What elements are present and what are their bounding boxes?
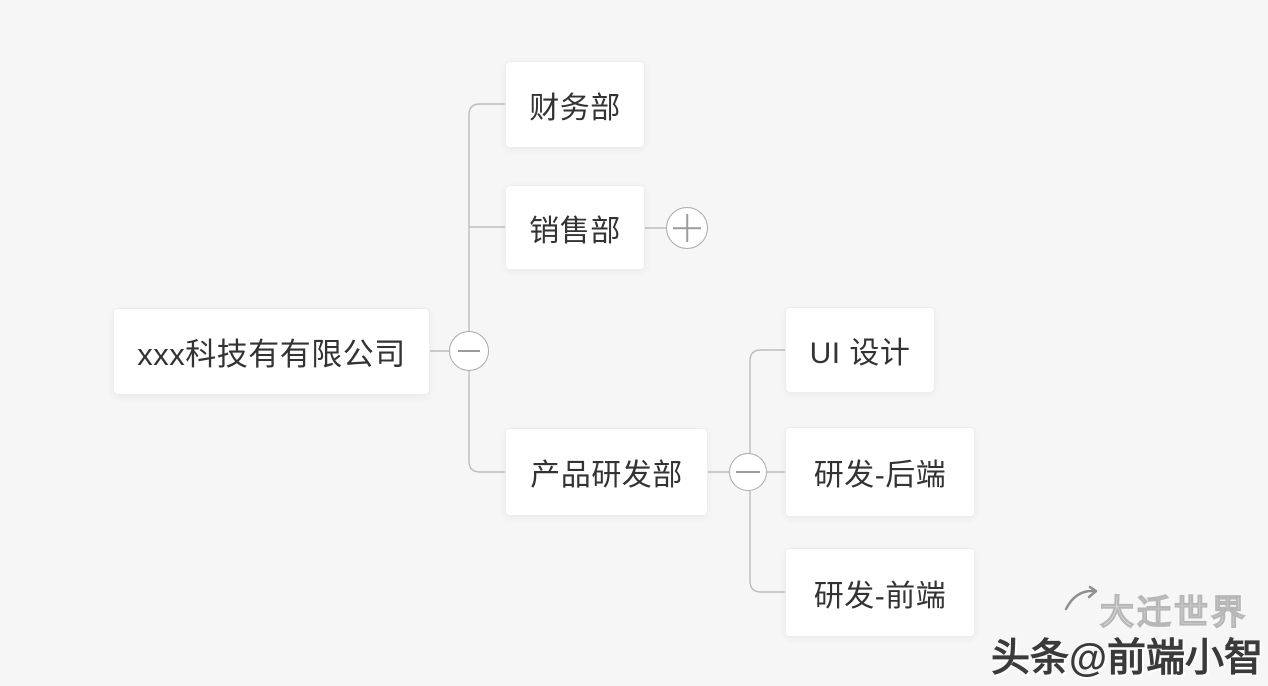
node-root-company-label: xxx科技有有限公司 (137, 337, 406, 372)
plus-icon (686, 214, 688, 242)
node-rd-frontend-label: 研发-前端 (813, 579, 947, 613)
node-product-rd-dept[interactable]: 产品研发部 (505, 428, 708, 516)
node-ui-design-label: UI 设计 (809, 337, 911, 370)
node-rd-backend-label: 研发-后端 (813, 459, 947, 492)
watermark: 大迁世界 头条@前端小智 (988, 585, 1268, 686)
watermark-credit-text: 头条@前端小智 (990, 637, 1263, 680)
node-sales-dept-label: 销售部 (529, 214, 621, 248)
expand-button-sales[interactable] (666, 207, 708, 249)
watermark-brand-text: 大迁世界 (1099, 593, 1248, 632)
node-ui-design[interactable]: UI 设计 (785, 307, 935, 393)
watermark-swoosh-icon (1064, 585, 1098, 611)
node-finance-dept-label: 财务部 (529, 91, 621, 125)
node-sales-dept[interactable]: 销售部 (505, 185, 645, 270)
collapse-button-root[interactable] (449, 331, 489, 371)
node-finance-dept[interactable]: 财务部 (505, 61, 645, 148)
node-product-rd-dept-label: 产品研发部 (530, 459, 683, 492)
node-rd-frontend[interactable]: 研发-前端 (785, 548, 975, 637)
collapse-button-product[interactable] (729, 453, 767, 491)
minus-icon (458, 350, 480, 352)
node-rd-backend[interactable]: 研发-后端 (785, 427, 975, 517)
minus-icon (736, 471, 760, 473)
node-root-company[interactable]: xxx科技有有限公司 (113, 308, 430, 395)
